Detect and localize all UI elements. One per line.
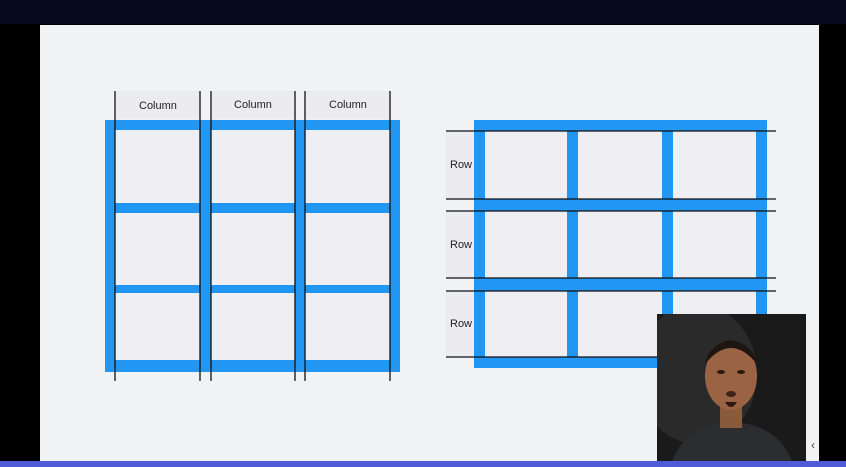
grid-cell xyxy=(305,293,390,360)
grid-cell xyxy=(578,211,662,278)
grid-cell xyxy=(305,213,390,285)
column-guide-lines xyxy=(114,91,391,381)
grid-cell xyxy=(578,291,662,357)
presenter-webcam xyxy=(657,314,806,461)
grid-cell xyxy=(673,131,756,199)
column-header-bg-1 xyxy=(115,91,200,119)
face xyxy=(705,342,757,410)
grid-cell xyxy=(211,293,295,360)
column-grid-diagram xyxy=(105,91,400,381)
grid-cell xyxy=(485,291,567,357)
shirt xyxy=(672,422,792,461)
grid-cell xyxy=(115,130,200,203)
column-label-1: Column xyxy=(139,100,177,112)
grid-cell xyxy=(485,211,567,278)
column-header-bg-2 xyxy=(211,91,295,119)
column-label-2: Column xyxy=(234,99,272,111)
bottom-progress-bar xyxy=(0,461,846,467)
top-bar xyxy=(0,0,846,24)
grid-cell xyxy=(115,213,200,285)
column-label-3: Column xyxy=(329,99,367,111)
column-header-bg-3 xyxy=(305,91,390,119)
grid-cell xyxy=(578,131,662,199)
hair xyxy=(705,340,757,364)
row-label-3: Row xyxy=(450,318,473,330)
chevron-left-icon[interactable]: ‹ xyxy=(811,438,815,452)
grid-cell xyxy=(673,211,756,278)
grid-cell xyxy=(485,131,567,199)
row-header-bg-1 xyxy=(446,131,474,199)
grid-cell xyxy=(211,213,295,285)
row-label-2: Row xyxy=(450,239,473,251)
grid-cell xyxy=(211,130,295,203)
row-label-1: Row xyxy=(450,159,473,171)
grid-cell xyxy=(115,293,200,360)
slide: Column Column Column Row Row xyxy=(40,25,819,461)
row-header-bg-3 xyxy=(446,291,474,357)
row-header-bg-2 xyxy=(446,211,474,278)
column-grid-cells xyxy=(115,130,390,360)
presenter-video-frame xyxy=(657,314,806,461)
grid-cell xyxy=(305,130,390,203)
